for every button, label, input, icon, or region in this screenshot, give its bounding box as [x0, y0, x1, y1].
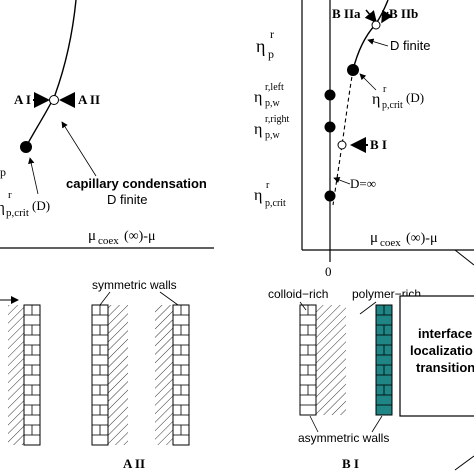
- interface-line-1: interface: [418, 326, 472, 341]
- left-x-sub: coex: [98, 235, 119, 247]
- right-d-finite: D finite: [390, 38, 430, 53]
- eta-left-label: η r,left p,w: [254, 82, 284, 109]
- symmetric-pointer-1: [99, 291, 111, 306]
- right-x-sub: coex: [380, 237, 401, 249]
- caption-b-one: B I: [342, 456, 359, 471]
- interface-line-3: transition: [416, 360, 474, 375]
- right-crit-d-sub: p,crit: [382, 100, 403, 111]
- asymmetric-walls-label: asymmetric walls: [298, 431, 389, 445]
- label-b-two-a: B IIa: [332, 6, 361, 21]
- bottom-right-panel: colloid−rich polymer−rich asymmetric wal…: [268, 249, 474, 471]
- eta-crit-dot: [324, 190, 336, 202]
- brick-lines-teal: [376, 305, 392, 406]
- right-y-eta: η: [256, 36, 265, 56]
- right-y-sub: p: [268, 47, 274, 61]
- interface-line-2: localizatio: [410, 343, 473, 358]
- eta-crit-sym: η: [254, 187, 262, 204]
- right-d-finite-pointer: [367, 38, 389, 47]
- caption-a-two: A II: [123, 456, 145, 471]
- right-y-axis-label: η r p: [256, 27, 274, 61]
- polymer-pointer: [359, 301, 377, 315]
- capillary-d-finite: D finite: [107, 192, 147, 207]
- left-critical-label: η r p,crit (D): [0, 189, 50, 219]
- right-crit-d-sym: η: [372, 91, 380, 108]
- right-crit-d-sup: r: [383, 84, 387, 95]
- eta-right-sup: r,right: [265, 114, 290, 125]
- critical-point-dot: [20, 141, 32, 153]
- dashed-transition-line: [332, 69, 354, 206]
- left-x-axis-label: μ coex (∞)-μ: [88, 228, 155, 247]
- right-x-mu: μ: [370, 230, 378, 246]
- box-connector-bottom: [454, 455, 474, 471]
- left-crit-eta: η: [0, 200, 5, 216]
- label-a-two: A II: [78, 92, 100, 107]
- arrow-b-two-b: [381, 9, 393, 24]
- left-panel: A I A II capillary condensation D finite…: [0, 0, 214, 249]
- eta-right-dot: [324, 121, 336, 133]
- left-crit-sub: p,crit: [6, 207, 29, 219]
- eta-left-sym: η: [254, 89, 262, 106]
- brick-wall-left: [299, 304, 317, 416]
- left-x-rest: (∞)-μ: [124, 229, 155, 244]
- capillary-condensation-title: capillary condensation: [66, 176, 207, 191]
- arrow-b-two-a: [364, 9, 377, 24]
- label-a-one: A I: [14, 92, 31, 107]
- bottom-left-panel: symmetric walls A II: [0, 278, 190, 471]
- right-open-circle-top: [371, 20, 381, 30]
- brick-lines-left: [300, 305, 316, 406]
- eta-crit-sub: p,crit: [265, 198, 286, 209]
- eta-left-sup: r,left: [265, 82, 284, 93]
- asymmetric-pointer-2: [371, 415, 383, 433]
- triple-point-open-circle: [49, 95, 59, 105]
- symmetric-walls-label: symmetric walls: [92, 278, 177, 292]
- right-open-circle-mid: [337, 140, 347, 150]
- left-crit-pointer: [28, 157, 39, 195]
- right-crit-d-pointer: [359, 73, 377, 91]
- colloid-rich-label: colloid−rich: [268, 287, 328, 301]
- x-zero-label: 0: [325, 264, 332, 279]
- eta-right-sub: p,w: [265, 130, 281, 141]
- right-x-axis-label: μ coex (∞)-μ: [370, 230, 437, 249]
- d-infinity-pointer: [333, 176, 351, 185]
- right-crit-d-dot: [347, 64, 359, 76]
- label-b-one: B I: [370, 137, 387, 152]
- left-crit-sup: r: [8, 189, 12, 201]
- box-connector-top: [454, 249, 474, 266]
- capillary-pointer: [61, 121, 97, 177]
- teal-brick-wall: [375, 304, 393, 416]
- brick-lines-2: [92, 305, 108, 436]
- right-crit-d-arg: (D): [406, 90, 424, 105]
- colloid-pointer: [299, 301, 307, 311]
- right-y-sup: r: [270, 27, 274, 41]
- eta-crit-label: η r p,crit: [254, 180, 286, 209]
- hatch-wall-2: [108, 305, 128, 445]
- eta-right-label: η r,right p,w: [254, 114, 290, 141]
- eta-crit-sup: r: [266, 180, 270, 191]
- eta-left-sub: p,w: [265, 98, 281, 109]
- brick-lines-1: [24, 305, 40, 436]
- right-panel: η r p B IIa B IIb D finite η r,left p,w …: [254, 0, 474, 279]
- brick-lines-3: [173, 305, 189, 436]
- hatch-gap: [316, 305, 346, 415]
- d-infinity-label: D=∞: [350, 176, 376, 191]
- left-x-mu: μ: [88, 228, 96, 244]
- hatch-wall-3: [155, 305, 173, 445]
- left-partial-p: p: [0, 165, 6, 179]
- hatch-wall-1: [8, 305, 24, 445]
- eta-left-dot: [324, 89, 336, 101]
- interface-localization-box: [399, 295, 474, 417]
- capillary-condensation-curve: [26, 0, 77, 146]
- right-x-rest: (∞)-μ: [406, 231, 437, 246]
- left-crit-arg: (D): [32, 198, 50, 213]
- symmetric-pointer-2: [159, 291, 179, 306]
- eta-right-sym: η: [254, 121, 262, 138]
- right-crit-d-label: η r p,crit (D): [372, 84, 424, 111]
- label-b-two-b: B IIb: [389, 6, 418, 21]
- asymmetric-pointer-1: [309, 415, 319, 433]
